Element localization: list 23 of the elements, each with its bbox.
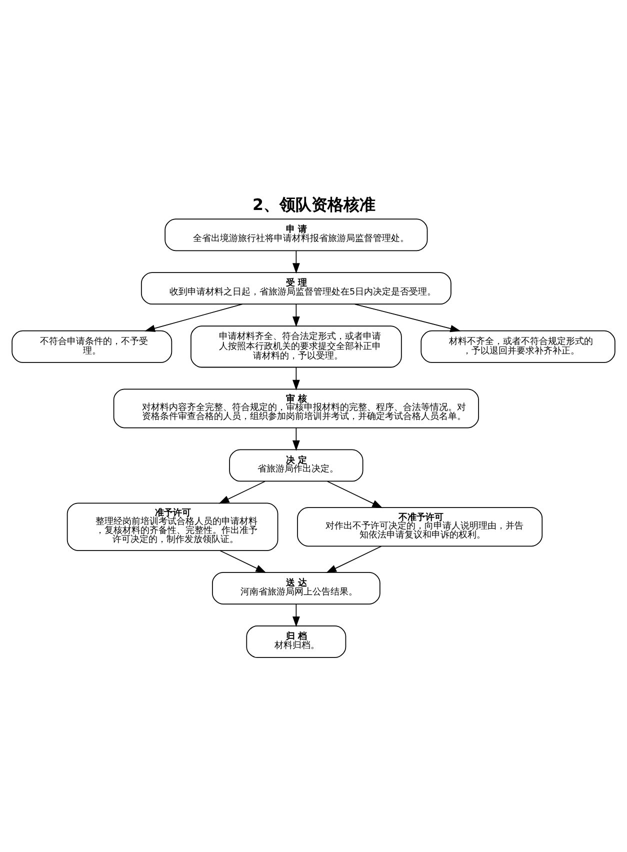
- arrow: [144, 304, 243, 332]
- arrow: [292, 367, 300, 390]
- node-box: 受 理 收到申请材料之日起，省旅游局监督管理处在5日内决定是否受理。: [140, 272, 452, 305]
- node-box: 不准予许可 对作出不予许可决定的，向申请人说明理由，并告知依法申请复议和申诉的权利。: [297, 507, 543, 547]
- arrow: [326, 546, 382, 573]
- arrow: [292, 250, 300, 274]
- node-box: 材料不齐全，或者不符合规定形式的，予以退回并要求补齐补正。: [420, 330, 616, 363]
- arrow: [220, 550, 266, 573]
- arrow: [218, 480, 266, 504]
- arrow: [292, 304, 300, 327]
- arrow: [292, 428, 300, 451]
- node-box: 不符合申请条件的，不予受理。: [12, 330, 172, 363]
- arrow: [292, 604, 300, 628]
- diagram-title: 2、领队资格核准: [252, 194, 376, 214]
- node-box: 送 达 河南省旅游局网上公告结果。: [212, 572, 380, 604]
- node-box: 审 核 对材料内容齐全完整、符合规定的，审核申报材料的完整、程序、合法等情况。对资格条件审查合格的人员，组织参加岗前培训并考试，并确定考试合格人员名单。: [113, 388, 479, 428]
- node-box: 申 请 全省出境游旅行社将申请材料报省旅游局监督管理处。: [164, 218, 428, 252]
- node-box: 归 档 材料归档。: [246, 625, 346, 658]
- node-box: 申请材料齐全、符合法定形式，或者申请人按照本行政机关的要求提交全部补正申请材料的，予以受理。: [190, 326, 402, 368]
- arrow: [354, 304, 461, 332]
- node-box: 决 定 省旅游局作出决定。: [229, 449, 364, 482]
- arrow: [326, 480, 383, 508]
- node-box: 准予许可 整理经岗前培训考试合格人员的申请材料，复核材料的齐备性、完整性。作出准予许可决定的，制作发放领队证。: [66, 502, 278, 551]
